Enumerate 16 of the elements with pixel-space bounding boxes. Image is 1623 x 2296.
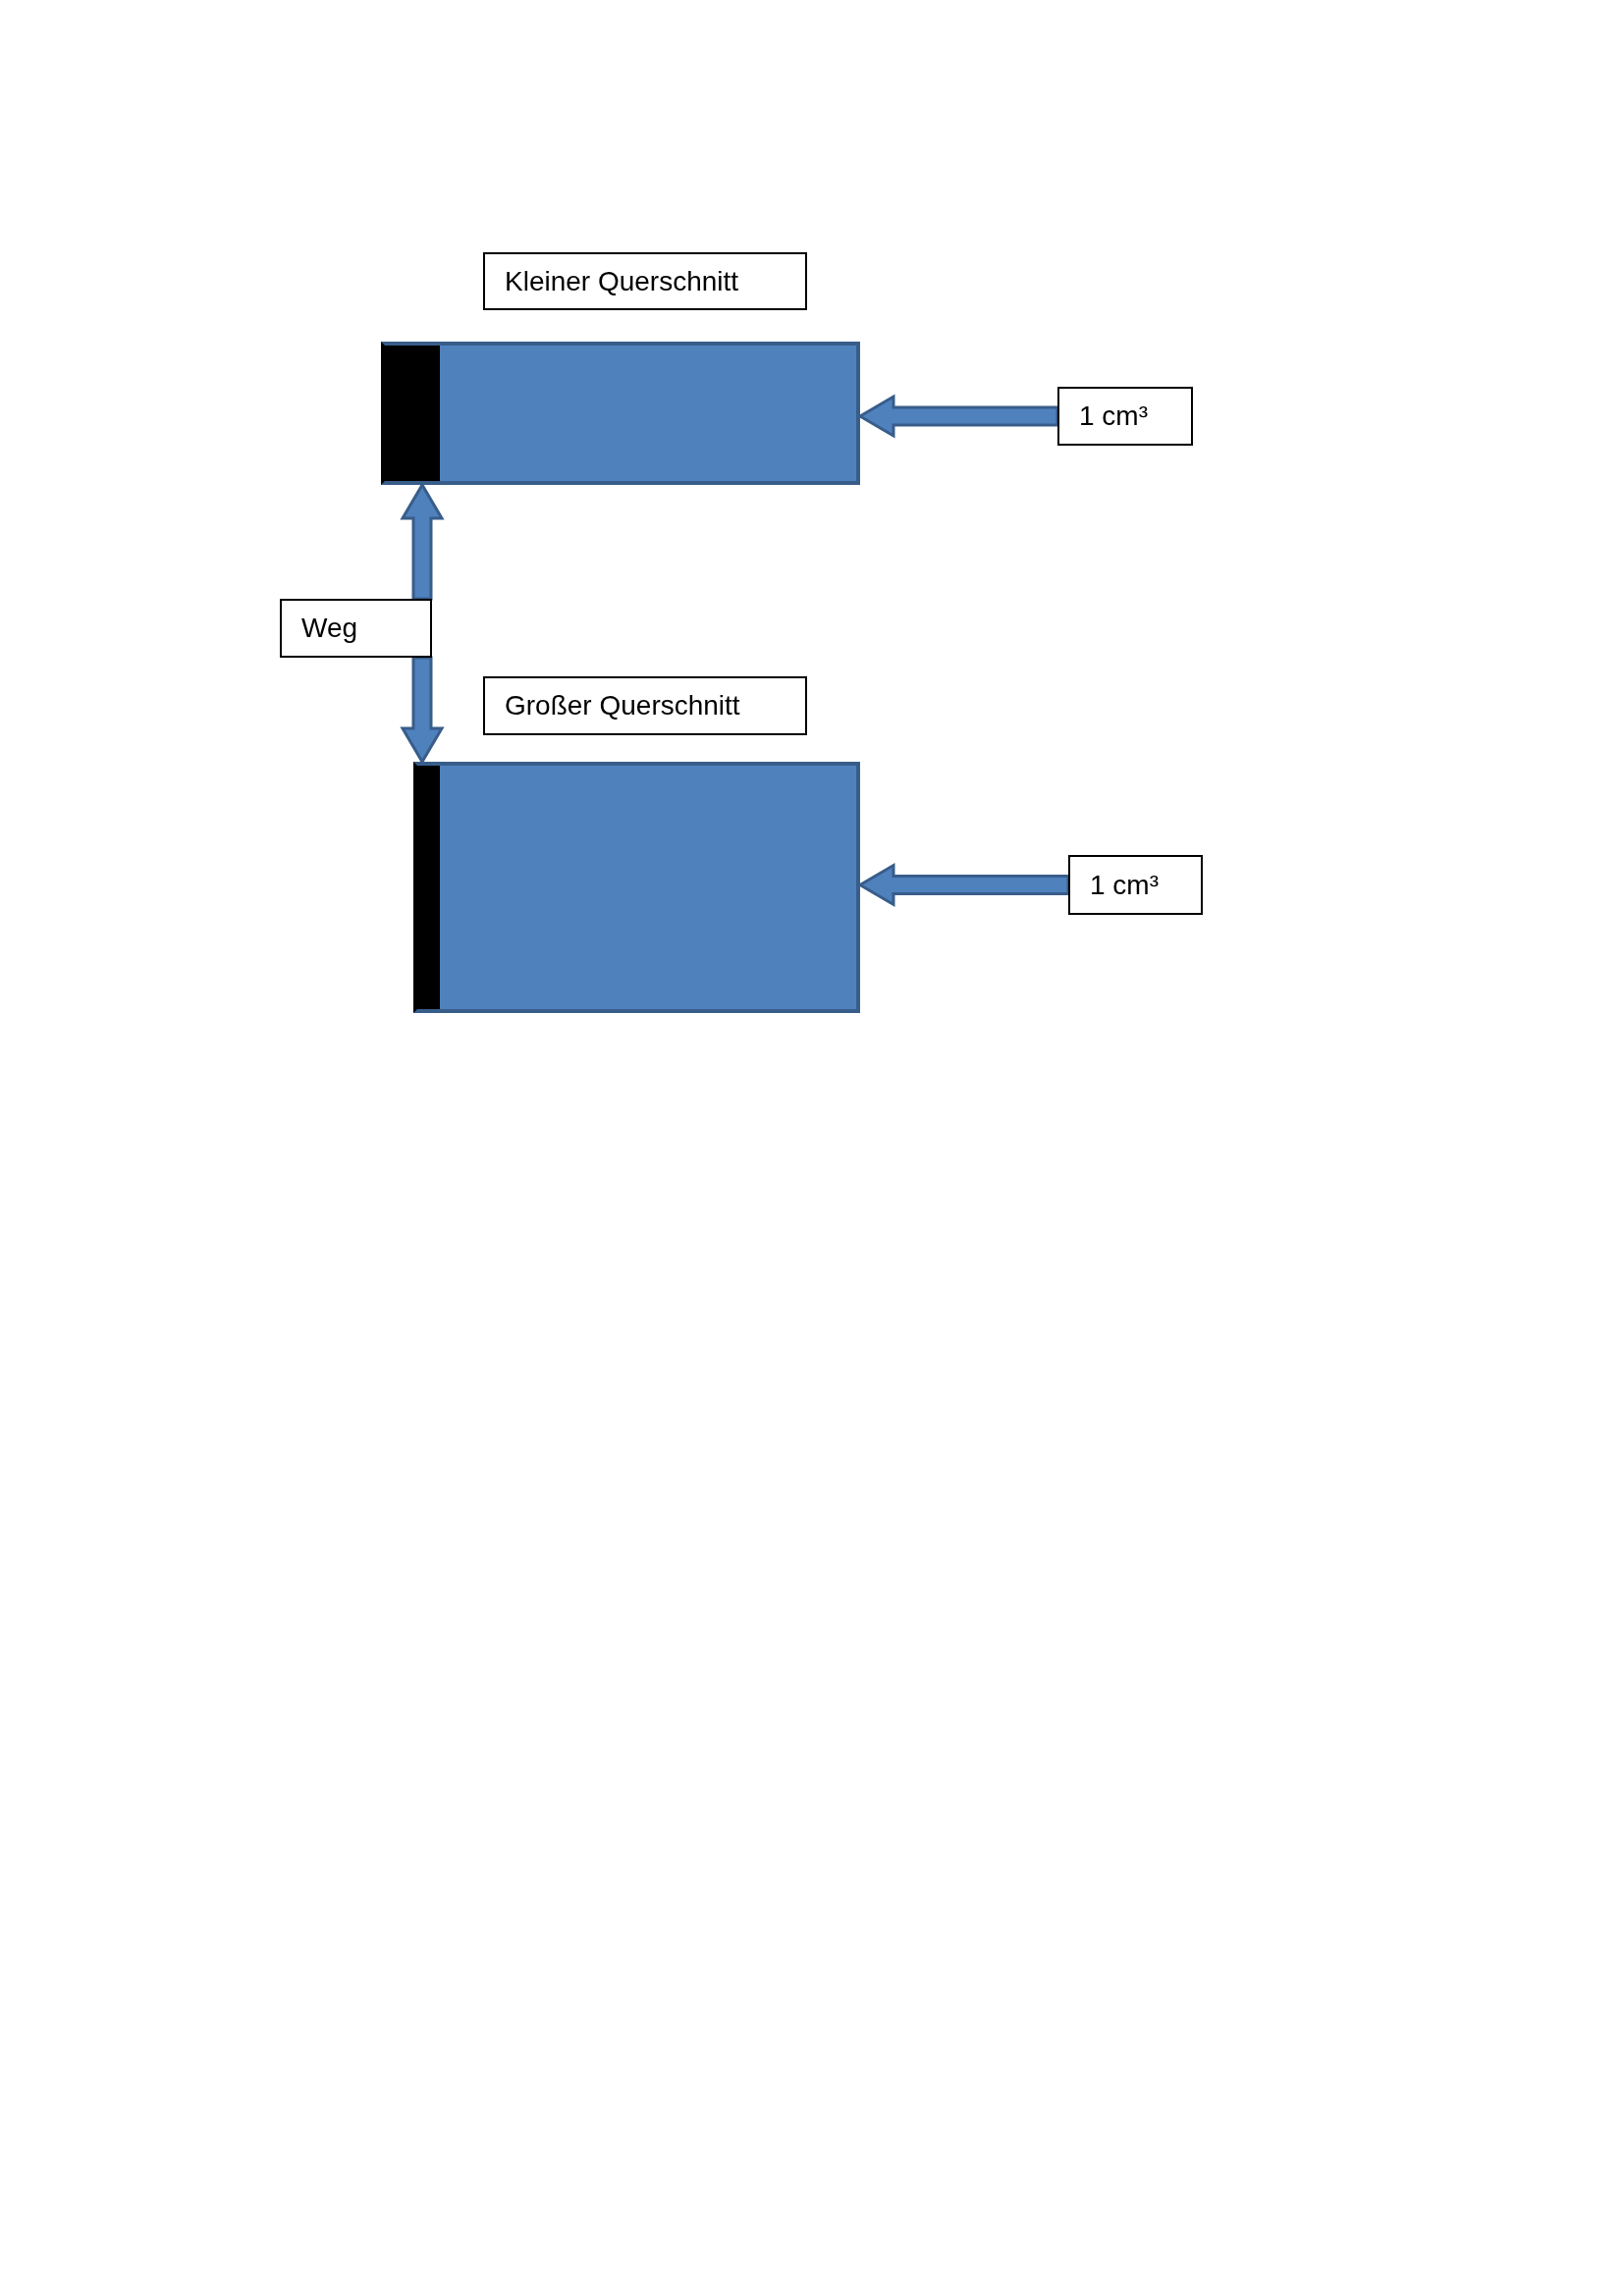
label-box: [1068, 855, 1203, 915]
label-box: [483, 252, 807, 310]
label-text: Kleiner Querschnitt: [505, 265, 739, 297]
label-box: [483, 676, 807, 735]
label-box: [1057, 387, 1193, 446]
label-text: Weg: [301, 613, 358, 644]
cylinder-drawing: [381, 342, 860, 485]
label-text: Großer Querschnitt: [505, 690, 740, 721]
label-text: 1 cm³: [1079, 400, 1148, 432]
block-arrow: [400, 482, 445, 601]
block-arrow: [857, 862, 1070, 908]
label-text: 1 cm³: [1090, 869, 1159, 901]
cylinder-drawing: [413, 762, 860, 1013]
label-box: [280, 599, 432, 658]
block-arrow: [400, 656, 445, 765]
block-arrow: [857, 394, 1059, 439]
